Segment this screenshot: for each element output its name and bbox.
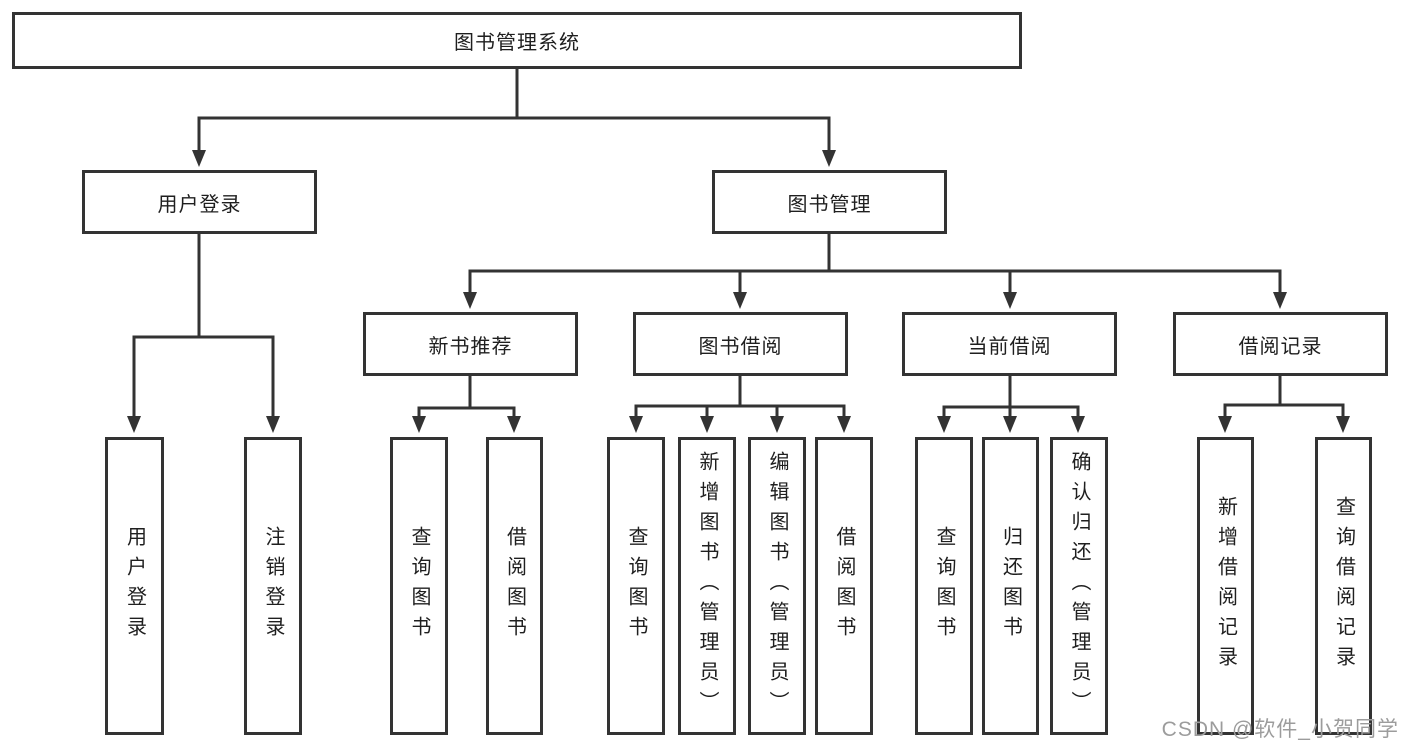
node-leaf-logout: 注销登录 [244, 437, 302, 735]
node-leaf-add-record: 新增借阅记录 [1197, 437, 1254, 735]
node-current-borrow: 当前借阅 [902, 312, 1117, 376]
node-book-mgmt-label: 图书管理 [787, 193, 872, 216]
node-leaf-query-book-1: 查询图书 [390, 437, 448, 735]
node-book-mgmt: 图书管理 [712, 170, 947, 234]
node-leaf-logout-label: 注销登录 [262, 526, 284, 646]
node-new-book-rec: 新书推荐 [363, 312, 578, 376]
node-leaf-borrow-book-2: 借阅图书 [815, 437, 873, 735]
node-leaf-borrow-book-2-label: 借阅图书 [833, 526, 855, 646]
node-new-book-rec-label: 新书推荐 [428, 335, 513, 358]
node-leaf-query-book-2: 查询图书 [607, 437, 665, 735]
watermark: CSDN @软件_小贺同学 [1161, 718, 1399, 741]
node-root-label: 图书管理系统 [454, 32, 580, 54]
node-borrow-record-label: 借阅记录 [1238, 335, 1323, 358]
node-leaf-add-record-label: 新增借阅记录 [1214, 496, 1237, 676]
node-user-login: 用户登录 [82, 170, 317, 234]
node-leaf-query-record: 查询借阅记录 [1315, 437, 1372, 735]
node-leaf-user-login: 用户登录 [105, 437, 164, 735]
node-leaf-return-book: 归还图书 [982, 437, 1039, 735]
node-leaf-query-book-3: 查询图书 [915, 437, 973, 735]
node-borrow-record: 借阅记录 [1173, 312, 1388, 376]
node-leaf-return-book-label: 归还图书 [999, 526, 1022, 646]
node-root: 图书管理系统 [12, 12, 1022, 69]
node-user-login-label: 用户登录 [157, 193, 242, 216]
node-leaf-confirm-return-label: 确认归还（管理员） [1068, 451, 1090, 721]
node-leaf-borrow-book-1: 借阅图书 [486, 437, 543, 735]
node-leaf-query-book-1-label: 查询图书 [408, 526, 430, 646]
node-leaf-borrow-book-1-label: 借阅图书 [503, 526, 526, 646]
node-leaf-user-login-label: 用户登录 [123, 526, 146, 646]
node-book-borrow-label: 图书借阅 [698, 335, 783, 358]
node-leaf-query-record-label: 查询借阅记录 [1332, 496, 1355, 676]
node-leaf-query-book-3-label: 查询图书 [933, 526, 955, 646]
node-leaf-add-book-label: 新增图书（管理员） [696, 451, 718, 721]
node-leaf-edit-book: 编辑图书（管理员） [748, 437, 806, 735]
node-leaf-confirm-return: 确认归还（管理员） [1050, 437, 1108, 735]
node-leaf-query-book-2-label: 查询图书 [625, 526, 647, 646]
node-book-borrow: 图书借阅 [633, 312, 848, 376]
node-current-borrow-label: 当前借阅 [967, 335, 1052, 358]
node-leaf-edit-book-label: 编辑图书（管理员） [766, 451, 788, 721]
node-leaf-add-book: 新增图书（管理员） [678, 437, 736, 735]
